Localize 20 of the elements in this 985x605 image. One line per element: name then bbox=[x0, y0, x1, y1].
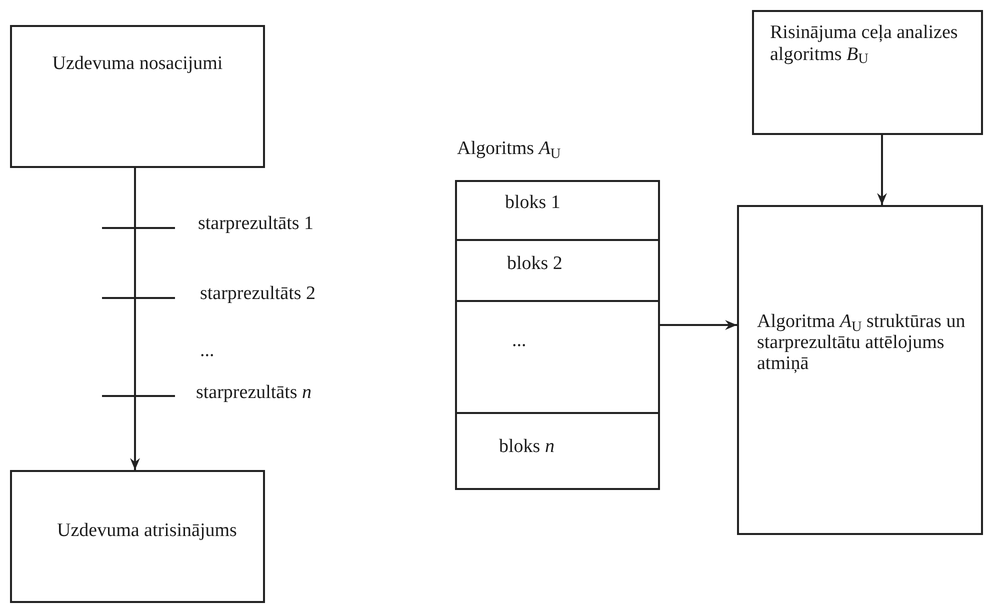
process-box bbox=[752, 10, 983, 135]
result-label: starprezultāts 2 bbox=[200, 283, 316, 306]
result-label: ... bbox=[200, 340, 214, 363]
box-text: Uzdevuma atrisinājums bbox=[57, 520, 237, 543]
result-label: starprezultāts n bbox=[196, 382, 312, 405]
box-text: Uzdevuma nosacijumi bbox=[52, 53, 223, 76]
box-text: Algoritma A$_{U}$ struktūras un starprezultātu attēlojums atmiņā bbox=[757, 312, 966, 375]
arrow bbox=[877, 135, 887, 205]
box-text: Risinājuma ceļa analizes algoritms B$_{U}$ bbox=[770, 22, 959, 66]
block-label: bloks n bbox=[499, 436, 554, 459]
process-box bbox=[10, 25, 265, 168]
block-label: bloks 1 bbox=[505, 192, 560, 215]
process-box bbox=[10, 470, 265, 603]
result-label: starprezultāts 1 bbox=[198, 213, 314, 236]
process-box bbox=[737, 205, 983, 535]
arrow bbox=[660, 320, 737, 330]
arrow bbox=[130, 168, 140, 470]
stack-heading: Algoritms A$_{U}$ bbox=[457, 138, 561, 161]
block-label: ... bbox=[512, 330, 526, 354]
block-label: bloks 2 bbox=[507, 253, 562, 276]
